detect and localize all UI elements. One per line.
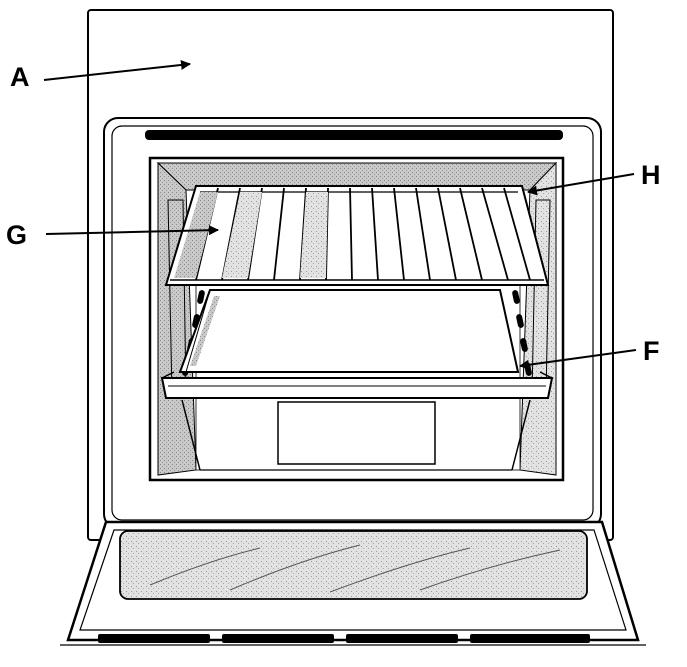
- wire-rack: [164, 185, 550, 286]
- door-base-feet: [98, 634, 590, 643]
- arrow-g: [45, 225, 219, 236]
- back-panel-element: [277, 401, 436, 465]
- label-f: F: [643, 336, 660, 366]
- vent-slot: [145, 130, 563, 140]
- arrow-h: [527, 173, 635, 196]
- arrow-f: [519, 349, 637, 370]
- label-g: G: [6, 220, 27, 250]
- door-glass: [119, 530, 588, 600]
- baking-tray: [160, 289, 554, 399]
- label-a: A: [10, 62, 30, 92]
- arrow-a: [43, 60, 191, 81]
- callout-arrows: [43, 60, 637, 370]
- label-h: H: [641, 160, 661, 190]
- oven-door: [60, 520, 646, 646]
- door-glass-reflections: [149, 544, 561, 593]
